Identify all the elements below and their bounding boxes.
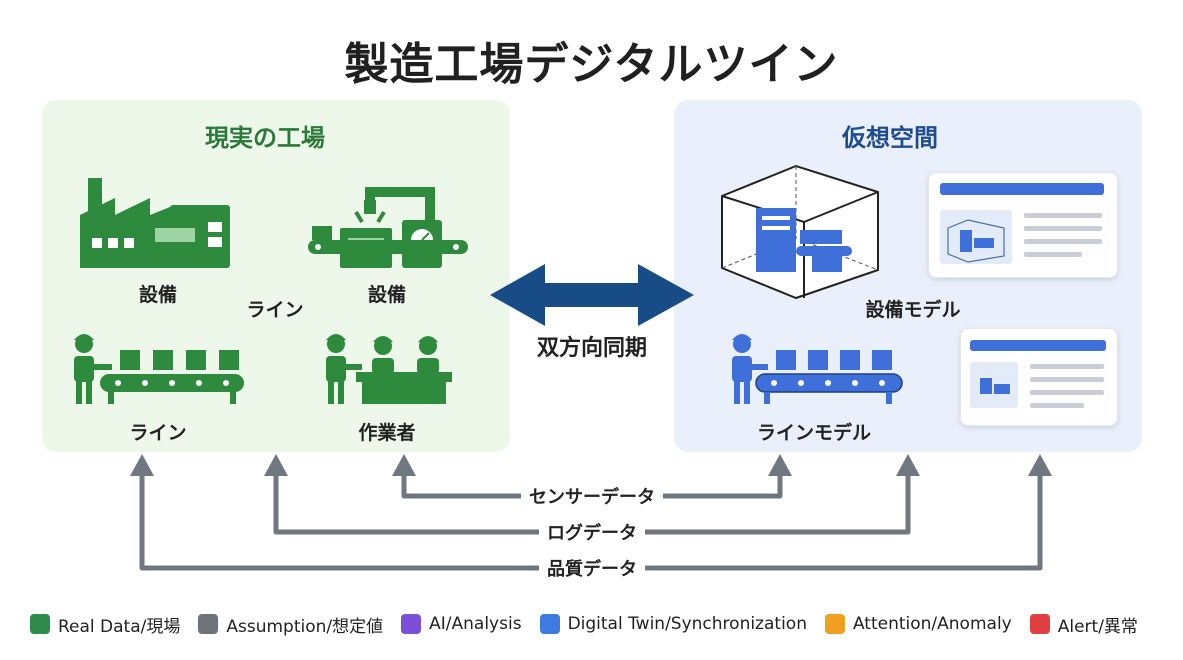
data-flow-arrowheads (130, 454, 1052, 476)
equipment-model-card-content (940, 183, 1104, 264)
sensor-data-label: センサーデータ (521, 483, 663, 509)
legend-swatch (824, 614, 845, 634)
legend-label: Real Data/現場 (58, 616, 181, 637)
quality-data-label: 品質データ (539, 555, 645, 581)
diagram-title: 製造工場デジタルツイン (344, 39, 839, 90)
legend-item-digital-twin: Digital Twin/Synchronization (539, 614, 807, 634)
legend-item-ai-analysis: AI/Analysis (401, 614, 522, 634)
legend-label: Attention/Anomaly (852, 614, 1012, 634)
robot-arm-machine-icon (308, 187, 468, 268)
workers-icon (326, 334, 452, 404)
legend-label: AI/Analysis (429, 614, 522, 634)
legend-item-attention: Attention/Anomaly (824, 614, 1012, 634)
line-model-card-content (970, 340, 1106, 408)
legend-item-alert: Alert/異常 (1029, 612, 1138, 637)
line-label: ライン (129, 422, 187, 444)
equipment-label-1: 設備 (138, 284, 178, 306)
equipment-label-2: 設備 (367, 284, 407, 306)
virtual-equipment-cube-icon (721, 164, 879, 300)
legend: Real Data/現場 Assumption/想定値 AI/Analysis … (30, 610, 1170, 638)
legend-label: Alert/異常 (1057, 616, 1138, 637)
log-data-label: ログデータ (539, 519, 645, 545)
equipment-model-label: 設備モデル (865, 299, 961, 321)
virtual-space-title: 仮想空間 (842, 124, 938, 152)
legend-swatch (30, 614, 50, 634)
line-center-label: ライン (246, 299, 304, 321)
workers-label: 作業者 (358, 422, 416, 444)
legend-item-real-data: Real Data/現場 (30, 612, 180, 637)
legend-swatch (539, 614, 560, 634)
line-conveyor-icon (74, 334, 244, 404)
legend-swatch (401, 614, 422, 634)
bidirectional-sync-arrow (490, 264, 694, 326)
legend-swatch (1029, 614, 1050, 634)
legend-swatch (198, 614, 219, 634)
virtual-line-conveyor-icon (732, 334, 903, 404)
legend-label: Digital Twin/Synchronization (567, 614, 807, 634)
legend-label: Assumption/想定値 (226, 616, 384, 637)
sync-label: 双方向同期 (536, 336, 648, 361)
line-model-label: ラインモデル (756, 422, 872, 444)
real-factory-title: 現実の工場 (205, 124, 325, 152)
factory-building-icon (80, 178, 230, 268)
legend-item-assumption: Assumption/想定値 (198, 612, 383, 637)
